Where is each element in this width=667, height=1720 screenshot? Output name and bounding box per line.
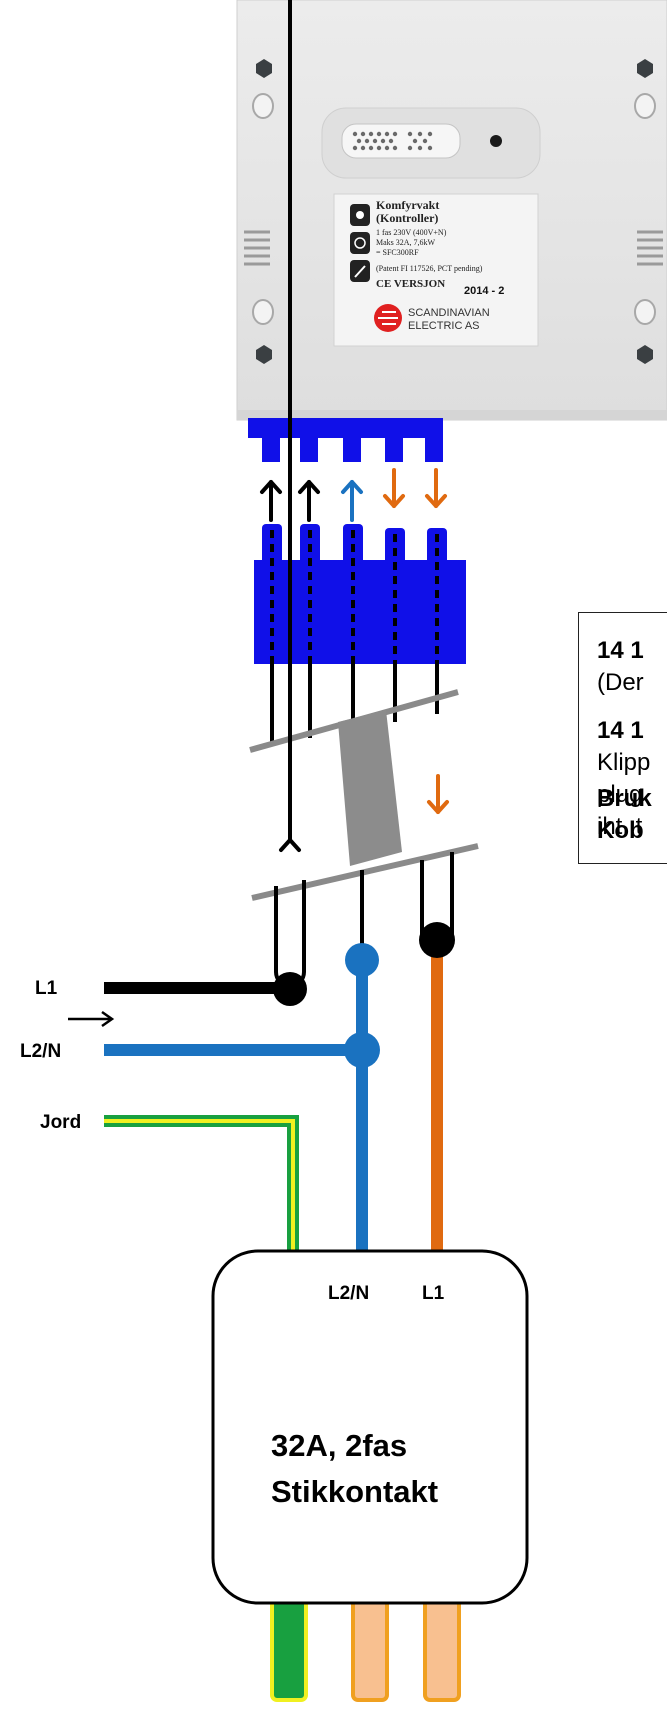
arrow-up-icon — [260, 480, 282, 522]
note-text: (Der — [597, 669, 644, 696]
socket-pin-l1 — [423, 1598, 461, 1702]
socket-32a — [211, 1249, 529, 1702]
socket-label-l2n: L2/N — [328, 1283, 369, 1304]
note-text: plug — [597, 781, 643, 808]
screw-icon — [256, 345, 272, 364]
sensor-icon — [350, 232, 370, 254]
label-l1: L1 — [35, 978, 58, 999]
brand-name-line2: ELECTRIC AS — [408, 320, 480, 332]
vent-slots-left — [244, 230, 270, 266]
device-bottom-edge — [237, 410, 667, 420]
sticker-title: Komfyrvakt — [376, 198, 439, 212]
mount-hole — [252, 93, 274, 119]
junction-orange — [419, 922, 455, 958]
screw-icon — [637, 59, 653, 78]
socket-pin-l2n — [351, 1598, 389, 1702]
socket-pin-earth — [270, 1598, 308, 1702]
cable-break — [249, 689, 479, 901]
arrow-up-icon — [279, 0, 301, 852]
sticker-subtitle: (Kontroller) — [376, 211, 438, 225]
note-heading: Bruk — [597, 785, 652, 812]
screw-icon — [637, 345, 653, 364]
mount-hole — [252, 299, 274, 325]
ce-version-text: CE VERSJON — [376, 278, 445, 290]
spec-line: = SFC300RF — [376, 248, 419, 257]
note-text: iht. t — [597, 813, 643, 840]
note-heading: 14 1 — [597, 637, 644, 664]
junction-l1 — [273, 972, 307, 1006]
controller-device: Komfyrvakt (Kontroller) 1 fas 230V (400V… — [236, 0, 667, 421]
plug-connector — [254, 524, 466, 664]
note-text: Klipp — [597, 749, 651, 776]
wire-earth — [104, 1115, 299, 1250]
device-connector — [248, 418, 443, 462]
signal-arrows — [260, 468, 447, 522]
note-heading: 14 1 — [597, 717, 644, 744]
label-jord: Jord — [40, 1112, 81, 1133]
speaker-holes — [352, 131, 433, 151]
screw-icon — [256, 59, 272, 78]
socket-rating: 32A, 2fas — [271, 1428, 407, 1463]
mount-hole — [634, 299, 656, 325]
socket-name: Stikkontakt — [271, 1474, 438, 1509]
socket-body — [211, 1249, 529, 1605]
arrow-right-icon — [68, 1010, 115, 1028]
arrow-up-icon — [298, 480, 320, 522]
version-code: 2014 - 2 — [464, 285, 504, 297]
lower-arrows — [279, 0, 449, 852]
spec-line: 1 fas 230V (400V+N) — [376, 228, 447, 237]
junction-l2n — [344, 1032, 380, 1068]
socket-label-l1: L1 — [422, 1283, 445, 1304]
spec-line: Maks 32A, 7,6kW — [376, 238, 436, 247]
arrow-down-icon — [427, 774, 449, 814]
junction-l2n-top — [345, 943, 379, 977]
arrow-down-icon — [383, 468, 405, 508]
label-l2n: L2/N — [20, 1041, 61, 1062]
cable-sleeve — [338, 710, 402, 866]
brand-name-line1: SCANDINAVIAN — [408, 307, 490, 319]
patent-text: (Patent FI 117526, PCT pending) — [376, 264, 483, 273]
status-led — [490, 135, 502, 147]
arrow-up-icon — [341, 480, 363, 522]
arrow-down-icon — [425, 468, 447, 508]
vent-slots-right — [637, 230, 663, 266]
note-heading: Kob — [597, 817, 644, 844]
cut-line — [251, 843, 479, 901]
wire-l1-black — [274, 880, 306, 988]
mount-hole — [634, 93, 656, 119]
